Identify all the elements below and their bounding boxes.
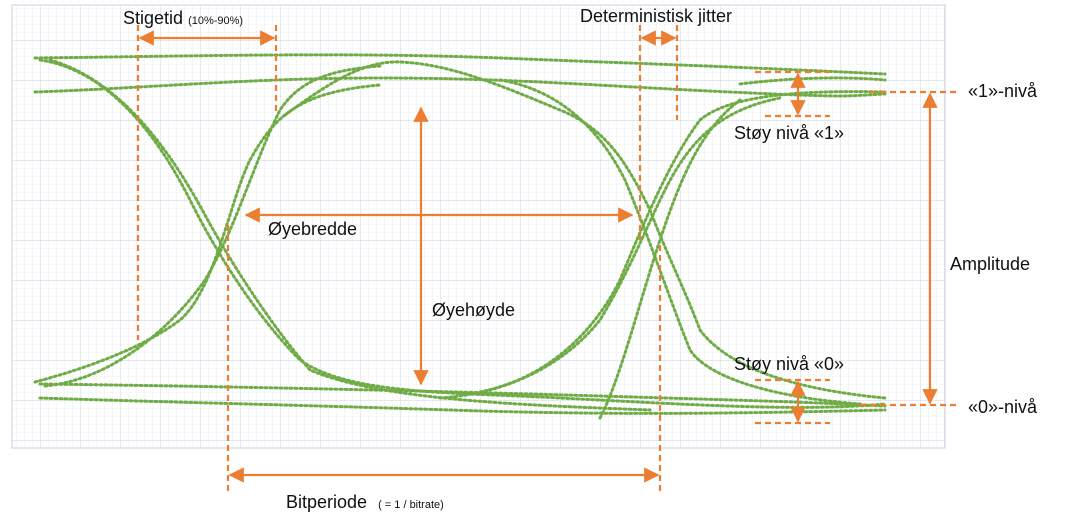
trace-top-flat-3: [738, 76, 887, 86]
trace-rise-left-2: [43, 64, 382, 388]
trace-bottom-flat-2: [38, 382, 887, 408]
noise-one-label: Støy nivå «1»: [734, 123, 845, 143]
trace-top-flat-1: [33, 53, 887, 76]
eye-width-label: Øyebredde: [268, 219, 358, 239]
rise-time-note: (10%-90%): [188, 15, 244, 27]
amplitude-label: Amplitude: [950, 254, 1031, 274]
trace-eye-upper: [283, 60, 887, 400]
level-one-label: «1»-nivå: [968, 81, 1038, 101]
bit-period-label: Bitperiode ( = 1 / bitrate): [286, 493, 444, 511]
eye-height-label: Øyehøyde: [432, 300, 516, 320]
trace-top-flat-2: [33, 76, 887, 98]
trace-rise-right: [478, 90, 887, 394]
jitter-label: Deterministisk jitter: [580, 6, 733, 26]
annotations: [136, 25, 960, 492]
rise-time-text: Stigetid: [123, 8, 184, 28]
signal-traces: [33, 53, 887, 420]
bit-period-note: ( = 1 / bitrate): [378, 499, 444, 511]
trace-bottom-flat-1: [38, 396, 887, 415]
trace-fall-left-2: [48, 58, 652, 412]
trace-fall-left: [38, 58, 887, 409]
trace-rise-right-3: [598, 98, 742, 420]
level-zero-label: «0»-nivå: [968, 397, 1038, 417]
rise-time-label: Stigetid (10%-90%): [123, 9, 243, 27]
bit-period-text: Bitperiode: [286, 492, 368, 512]
noise-zero-label: Støy nivå «0»: [734, 354, 845, 374]
